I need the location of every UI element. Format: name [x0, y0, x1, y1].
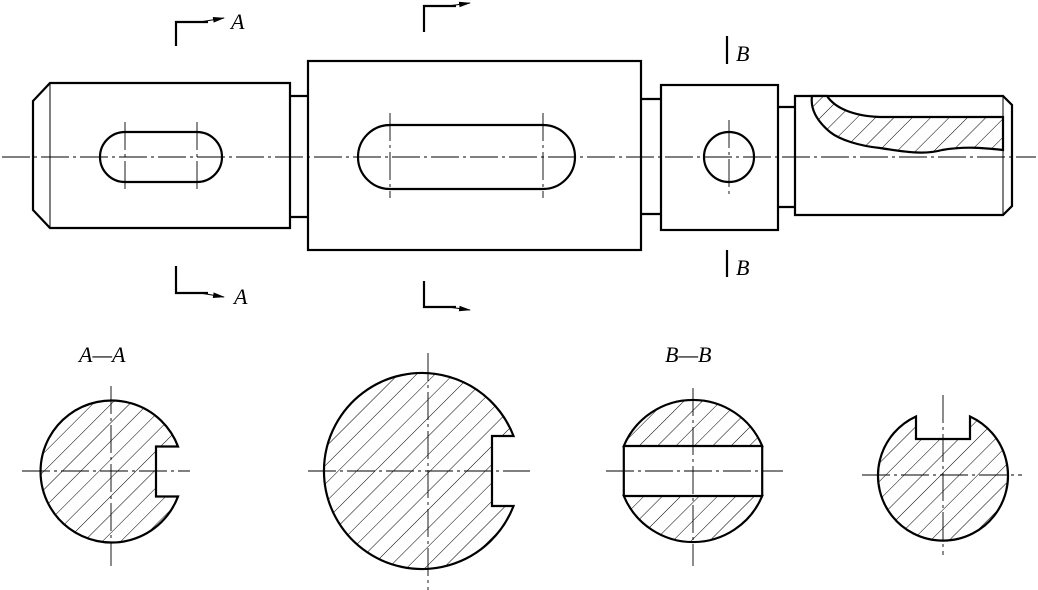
section-a-top-label: A: [229, 9, 245, 34]
section-view-b-title: B—B: [665, 342, 711, 367]
section-mark-a-top: A: [174, 9, 245, 46]
section-mark-b-bottom: B: [725, 250, 749, 280]
right-end-segment: [793, 94, 1014, 217]
section-mark-b-top: B: [725, 36, 749, 66]
hole-shaft-segment: [659, 83, 780, 232]
left-keyway: [98, 122, 224, 193]
neck-3: [778, 105, 795, 209]
neck-1: [290, 94, 308, 219]
section-mark-a-bottom: A: [174, 266, 248, 309]
neck-2: [641, 97, 661, 216]
section-view-b: B—B: [606, 342, 783, 566]
partial-section-hatch: [810, 94, 1005, 154]
through-hole: [702, 120, 756, 195]
section-view-a: A—A: [22, 342, 190, 566]
section-a-bottom-label: A: [232, 284, 248, 309]
section-b-top-label: B: [736, 41, 749, 66]
middle-keyway: [356, 113, 577, 198]
section-view-middle: [308, 353, 530, 590]
section-b-bottom-label: B: [736, 255, 749, 280]
left-shaft-segment: [31, 81, 292, 230]
section-mark-middle-top: [422, 1, 471, 32]
section-mark-middle-bottom: [422, 281, 471, 312]
section-view-right-end: [862, 395, 1022, 555]
section-view-a-title: A—A: [77, 342, 126, 367]
middle-shaft-segment: [306, 59, 643, 252]
shaft-main-view: A A B B: [2, 1, 1036, 312]
